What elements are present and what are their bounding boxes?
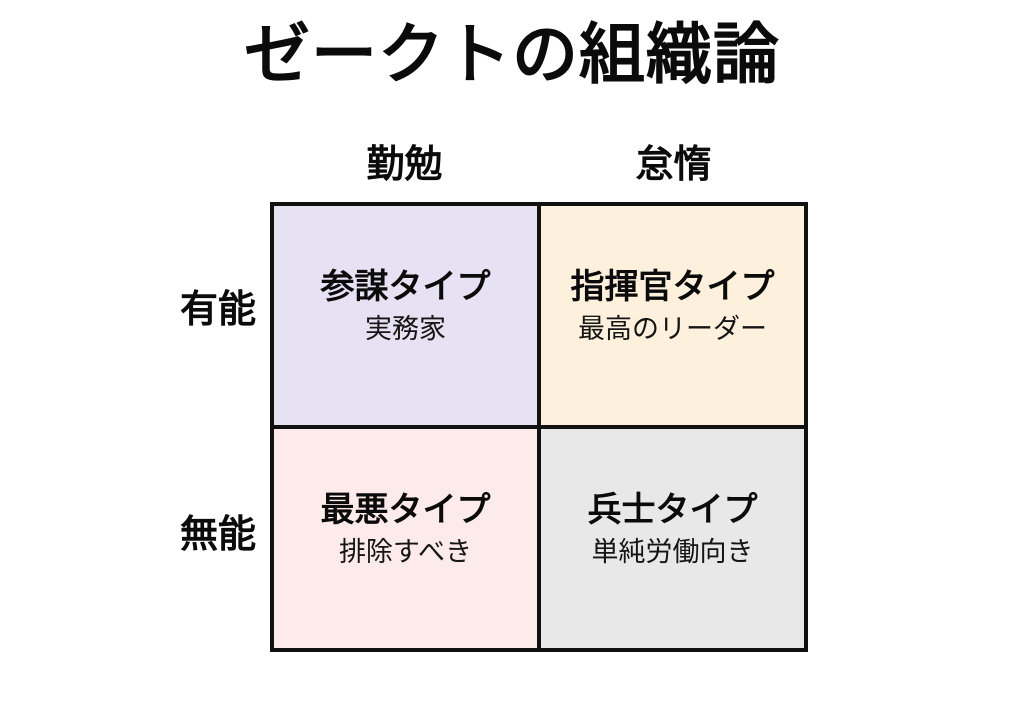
page-title: ゼークトの組織論: [244, 16, 780, 93]
column-header-lazy: 怠惰: [635, 142, 712, 186]
row-header-incapable: 無能: [179, 512, 256, 556]
column-header-diligent: 勤勉: [366, 142, 443, 186]
quadrant-title-incapable-lazy: 兵士タイプ: [587, 490, 758, 530]
quadrant-grid: 参謀タイプ 実務家 指揮官タイプ 最高のリーダー 最悪タイプ 排除すべき 兵士タ…: [270, 202, 808, 652]
quadrant-title-capable-diligent: 参謀タイプ: [320, 267, 491, 307]
quadrant-capable-lazy: 指揮官タイプ 最高のリーダー: [541, 206, 804, 425]
quadrant-title-capable-lazy: 指揮官タイプ: [570, 267, 775, 307]
quadrant-subtitle-incapable-diligent: 排除すべき: [338, 537, 473, 569]
quadrant-title-incapable-diligent: 最悪タイプ: [320, 490, 491, 530]
quadrant-capable-diligent: 参謀タイプ 実務家: [274, 206, 537, 425]
column-header-row: 勤勉 怠惰: [270, 136, 808, 192]
quadrant-subtitle-capable-diligent: 実務家: [365, 314, 446, 346]
quadrant-incapable-lazy: 兵士タイプ 単純労働向き: [541, 429, 804, 648]
row-header-capable: 有能: [179, 287, 256, 331]
quadrant-matrix: 勤勉 怠惰 有能 無能 参謀タイプ 実務家 指揮官タイプ 最高のリーダー 最悪タ…: [180, 142, 808, 652]
quadrant-subtitle-incapable-lazy: 単純労働向き: [591, 537, 754, 569]
quadrant-subtitle-capable-lazy: 最高のリーダー: [578, 314, 767, 346]
row-header-column: 有能 無能: [152, 202, 256, 652]
quadrant-incapable-diligent: 最悪タイプ 排除すべき: [274, 429, 537, 648]
